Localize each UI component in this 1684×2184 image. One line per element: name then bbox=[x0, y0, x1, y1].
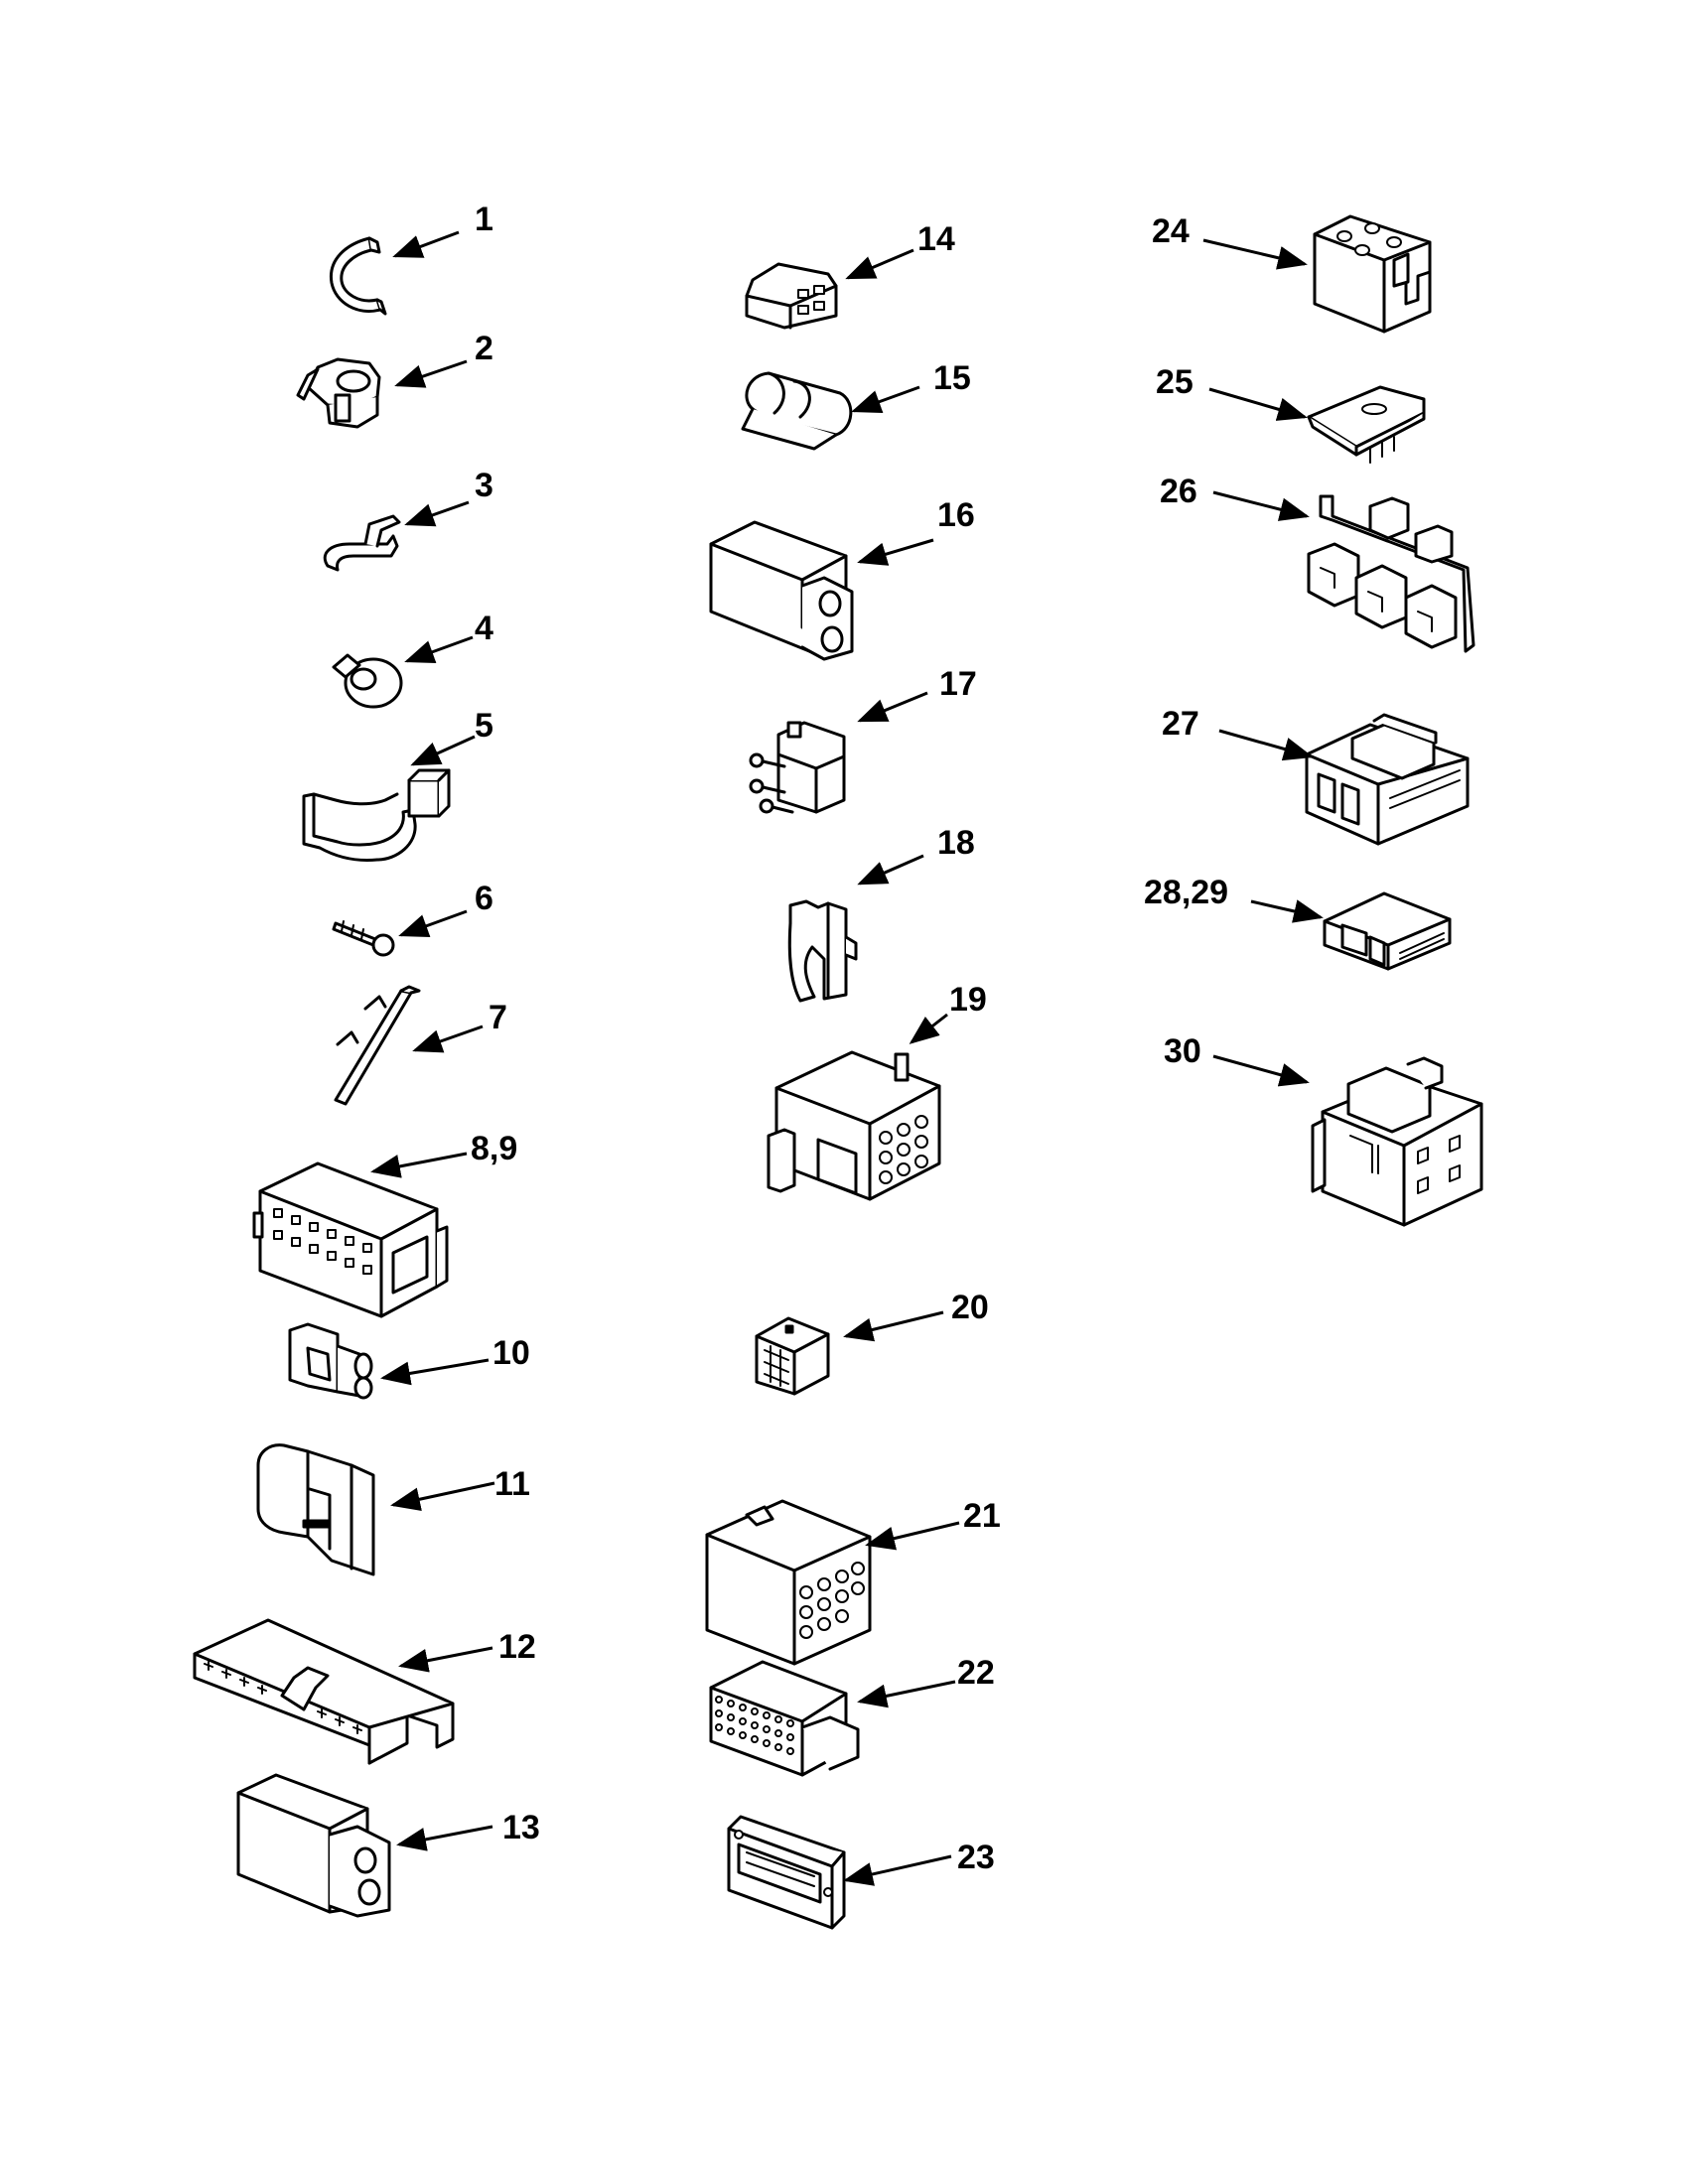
part-3-label: 3 bbox=[475, 467, 493, 504]
part-3-spring-clip bbox=[323, 514, 401, 572]
part-18-leader bbox=[857, 854, 924, 886]
part-24-leader bbox=[1202, 238, 1308, 270]
part-13-2pin-connector bbox=[236, 1773, 391, 1918]
part-8-9-leader bbox=[370, 1152, 468, 1178]
part-7-label: 7 bbox=[489, 999, 507, 1036]
part-20-leader bbox=[843, 1310, 944, 1342]
part-21-block-connector bbox=[705, 1499, 872, 1666]
part-8-9-label: 8,9 bbox=[471, 1130, 517, 1167]
part-12-terminal-strip bbox=[193, 1618, 455, 1765]
part-13-label: 13 bbox=[502, 1809, 540, 1846]
part-21-label: 21 bbox=[963, 1497, 1001, 1535]
part-17-label: 17 bbox=[939, 665, 977, 703]
part-14-leader bbox=[845, 248, 914, 280]
part-26-leader bbox=[1212, 490, 1310, 521]
part-1-leader bbox=[392, 230, 460, 258]
part-4-label: 4 bbox=[475, 610, 493, 647]
part-8-9-multi-pin-connector bbox=[252, 1161, 449, 1318]
part-20-label: 20 bbox=[951, 1289, 989, 1326]
part-25-circuit-board bbox=[1307, 385, 1426, 464]
part-27-label: 27 bbox=[1162, 705, 1199, 743]
part-24-connector bbox=[1313, 214, 1432, 334]
part-6-screw bbox=[332, 920, 395, 957]
part-16-2pin-connector bbox=[709, 520, 854, 661]
part-27-leader bbox=[1218, 729, 1314, 761]
part-28-29-terminal-block bbox=[1323, 891, 1452, 971]
part-10-label: 10 bbox=[492, 1334, 530, 1372]
part-15-leader bbox=[851, 385, 920, 414]
part-18-label: 18 bbox=[937, 824, 975, 862]
part-2-wire-clamp bbox=[296, 357, 381, 429]
part-15-sleeve bbox=[741, 371, 853, 451]
part-30-label: 30 bbox=[1164, 1032, 1201, 1070]
part-22-leader bbox=[857, 1680, 956, 1708]
pin-grid bbox=[715, 1696, 794, 1755]
pin-grid bbox=[273, 1208, 372, 1275]
part-2-label: 2 bbox=[475, 330, 493, 367]
part-21-leader bbox=[865, 1521, 960, 1551]
part-6-leader bbox=[398, 909, 468, 938]
part-16-label: 16 bbox=[937, 496, 975, 534]
part-12-leader bbox=[398, 1646, 493, 1673]
part-14-connector bbox=[745, 262, 838, 330]
part-22-multi-pin-connector bbox=[709, 1660, 860, 1777]
part-30-relay-socket bbox=[1311, 1056, 1483, 1227]
part-11-label: 11 bbox=[494, 1465, 530, 1503]
part-7-push-mount bbox=[334, 985, 421, 1106]
part-15-label: 15 bbox=[933, 359, 971, 397]
part-30-leader bbox=[1212, 1054, 1310, 1087]
part-4-leader bbox=[404, 635, 474, 664]
part-11-leader bbox=[390, 1481, 495, 1512]
part-18-clip bbox=[787, 899, 858, 1003]
part-20-cube-connector bbox=[755, 1316, 830, 1396]
part-27-relay-connector bbox=[1305, 713, 1470, 846]
part-26-label: 26 bbox=[1160, 473, 1197, 510]
part-5-leader bbox=[410, 735, 476, 766]
part-17-connector bbox=[749, 721, 846, 814]
part-19-9pin-connector bbox=[767, 1050, 941, 1201]
terminal-marks bbox=[204, 1661, 362, 1734]
part-3-leader bbox=[404, 500, 470, 527]
part-12-label: 12 bbox=[498, 1628, 536, 1666]
part-6-label: 6 bbox=[475, 880, 493, 917]
part-10-leader bbox=[380, 1358, 490, 1386]
part-16-leader bbox=[857, 538, 934, 566]
part-13-leader bbox=[396, 1825, 493, 1851]
part-14-label: 14 bbox=[917, 220, 955, 258]
part-22-label: 22 bbox=[957, 1654, 995, 1692]
part-10-small-connector bbox=[288, 1322, 373, 1400]
part-19-leader bbox=[909, 1013, 948, 1044]
part-23-leader bbox=[843, 1854, 952, 1886]
part-5-strap-clip bbox=[302, 768, 451, 862]
part-1-c-clip bbox=[329, 236, 387, 316]
part-23-label: 23 bbox=[957, 1839, 995, 1876]
part-19-label: 19 bbox=[949, 981, 987, 1019]
part-7-leader bbox=[412, 1024, 484, 1053]
part-28-29-leader bbox=[1250, 899, 1324, 923]
part-2-leader bbox=[394, 359, 468, 388]
part-11-housing bbox=[256, 1443, 375, 1576]
part-1-label: 1 bbox=[475, 201, 493, 238]
part-25-leader bbox=[1208, 387, 1308, 421]
part-25-label: 25 bbox=[1156, 363, 1193, 401]
part-23-d-sub-connector bbox=[727, 1815, 846, 1930]
part-24-label: 24 bbox=[1152, 212, 1190, 250]
part-5-label: 5 bbox=[475, 707, 493, 745]
part-4-ring-grommet bbox=[332, 653, 403, 709]
part-17-leader bbox=[857, 691, 928, 723]
part-28-29-label: 28,29 bbox=[1144, 874, 1228, 911]
part-26-relay-bracket bbox=[1307, 494, 1475, 653]
